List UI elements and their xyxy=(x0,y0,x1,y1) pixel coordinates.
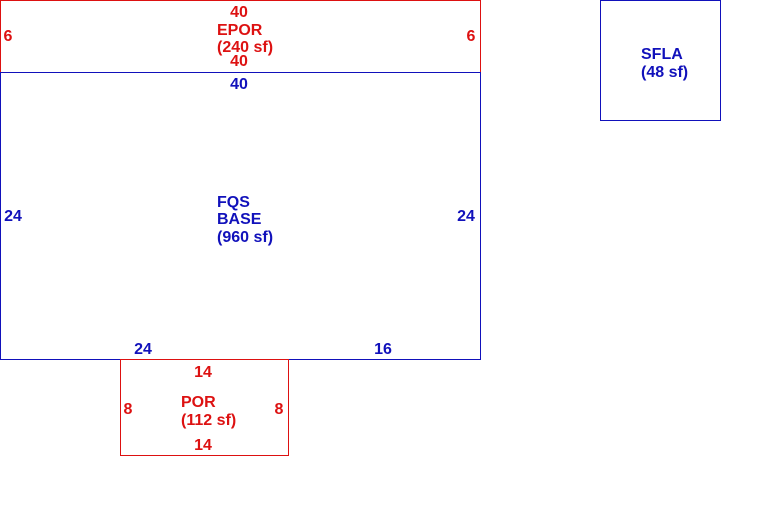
por-area: 14 POR (112 sf) 14 8 8 xyxy=(120,359,289,456)
sfla-outline xyxy=(600,0,721,121)
epor-dim-left: 6 xyxy=(4,28,13,45)
base-dim-right: 24 xyxy=(457,208,475,225)
epor-dim-bottom: 40 xyxy=(230,53,248,70)
base-label-line1: FQS xyxy=(217,194,250,211)
base-area: 40 FQS BASE (960 sf) 24 24 24 16 xyxy=(0,72,481,360)
base-dim-bottom-right: 16 xyxy=(374,341,392,358)
por-dim-left: 8 xyxy=(124,401,133,418)
sfla-label: SFLA xyxy=(641,46,683,63)
sfla-area: SFLA (48 sf) xyxy=(600,0,721,121)
epor-dim-top: 40 xyxy=(230,4,248,21)
por-dim-right: 8 xyxy=(275,401,284,418)
por-area-value: (112 sf) xyxy=(181,412,236,429)
epor-area-value: (240 sf) xyxy=(217,39,273,56)
epor-label: EPOR xyxy=(217,22,263,39)
por-outline xyxy=(120,359,289,456)
epor-dim-right: 6 xyxy=(467,28,476,45)
por-dim-bottom: 14 xyxy=(194,437,212,454)
base-dim-left: 24 xyxy=(4,208,22,225)
sfla-area-value: (48 sf) xyxy=(641,64,688,81)
por-dim-top: 14 xyxy=(194,364,212,381)
base-dim-bottom-left: 24 xyxy=(134,341,152,358)
epor-area: 40 EPOR (240 sf) 40 6 6 xyxy=(0,0,481,73)
por-label: POR xyxy=(181,394,216,411)
base-label-line2: BASE xyxy=(217,211,262,228)
base-dim-top: 40 xyxy=(230,76,248,93)
base-area-value: (960 sf) xyxy=(217,229,273,246)
